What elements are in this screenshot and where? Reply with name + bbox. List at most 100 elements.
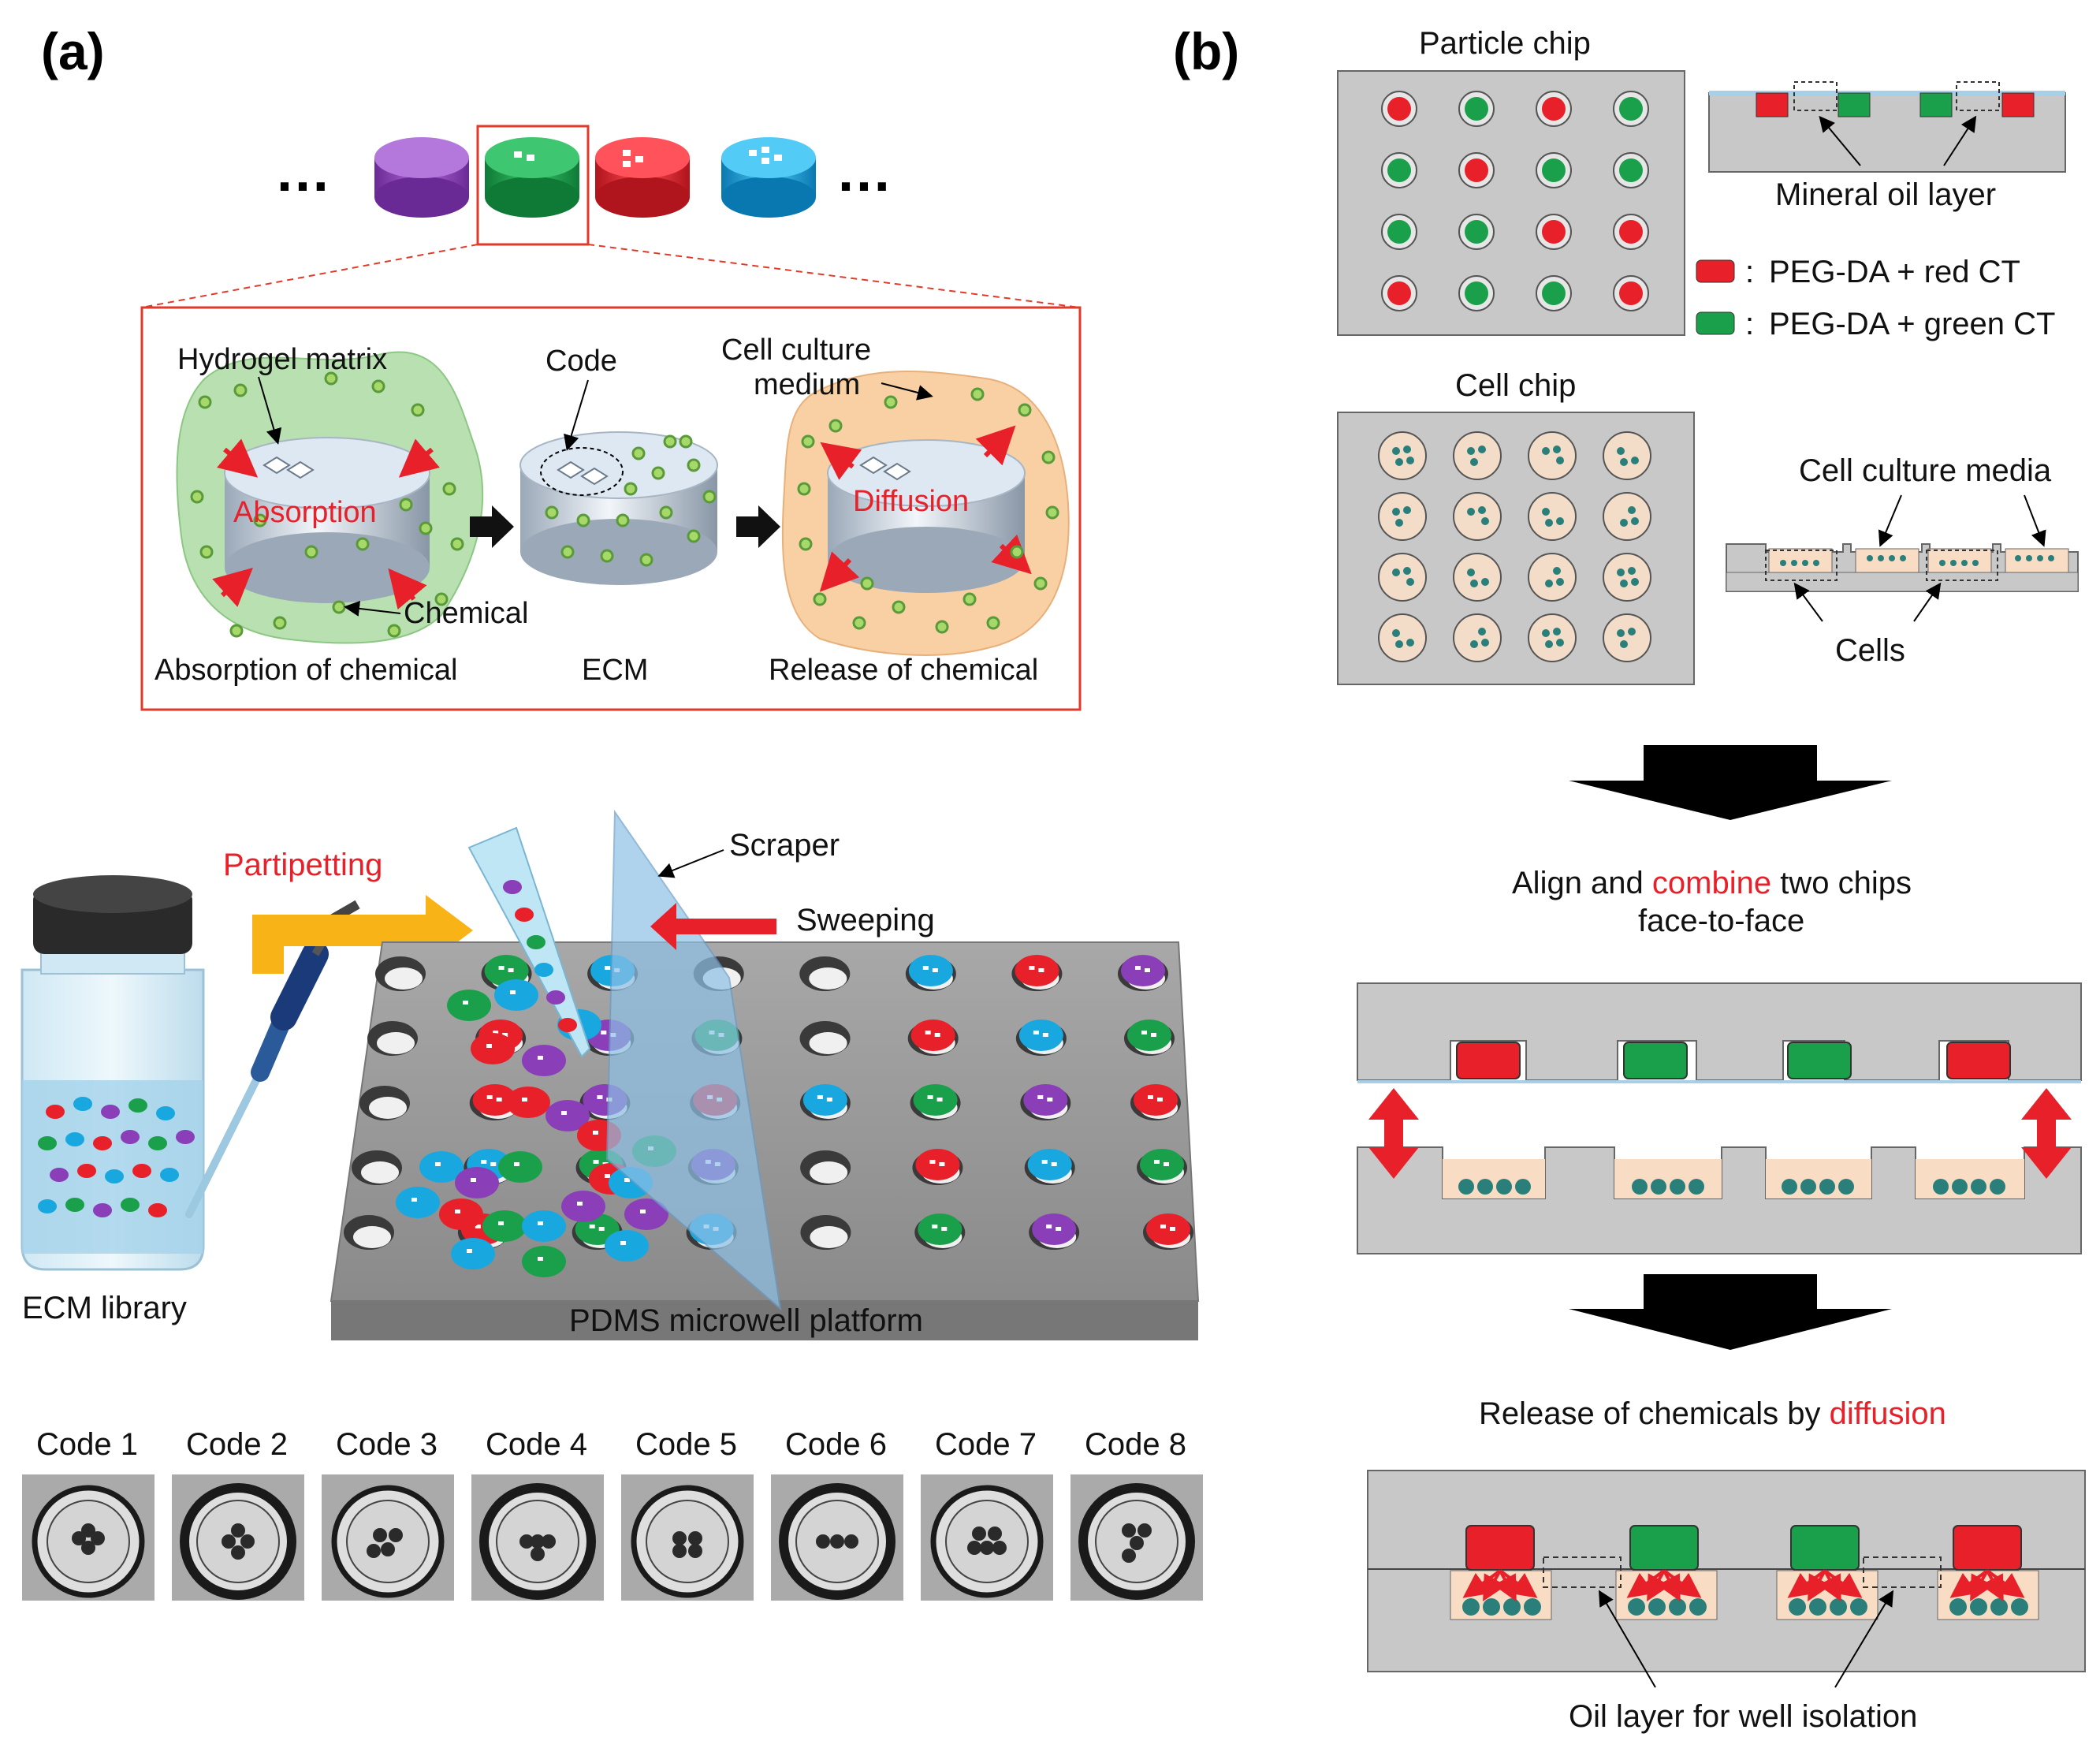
release-diagram <box>1367 1470 2086 1672</box>
microwell <box>799 956 851 991</box>
microwell <box>1143 1213 1193 1250</box>
loose-particle <box>561 1191 605 1222</box>
particle-well <box>1536 91 1572 127</box>
arrow-chemical <box>344 600 401 617</box>
arrow-oil-1 <box>1819 115 1861 166</box>
particle-well <box>1458 152 1495 188</box>
particle-well <box>1613 91 1649 127</box>
particle-purple <box>374 137 469 218</box>
step-arrow-1 <box>470 505 514 548</box>
label-cell-culture: Cell culture <box>721 334 871 367</box>
cell-well <box>1528 613 1577 662</box>
ellipsis-right: … <box>836 140 892 203</box>
arrow-oil-isolation-1 <box>1598 1590 1656 1688</box>
microwell <box>352 1150 402 1185</box>
label-partipetting: Partipetting <box>223 848 382 882</box>
step-arrow-2 <box>736 505 780 548</box>
arrow-oil-isolation-2 <box>1834 1590 1894 1688</box>
code-image: Code 1 <box>22 1427 155 1601</box>
legend-green-label: PEG-DA + green CT <box>1769 307 2055 341</box>
combine-cells <box>1458 1179 2005 1195</box>
particle-well <box>1381 214 1417 250</box>
cell-well <box>1603 613 1651 662</box>
cell-well <box>1378 492 1427 541</box>
particle-well <box>1536 214 1572 250</box>
particle-well <box>1613 152 1649 188</box>
code-label: Code 6 <box>785 1427 887 1462</box>
loose-particle <box>522 1210 566 1242</box>
code-label: Code 3 <box>336 1427 438 1462</box>
arrow-media-1 <box>1878 494 1902 547</box>
code-image: Code 8 <box>1070 1427 1203 1601</box>
hydrogel-disk-1 <box>224 437 430 603</box>
microwell <box>1137 1149 1187 1185</box>
legend-red-label: PEG-DA + red CT <box>1769 255 2020 289</box>
legend-red-colon: : <box>1745 255 1754 289</box>
label-mineral-oil: Mineral oil layer <box>1775 177 1996 212</box>
label-hydrogel-matrix: Hydrogel matrix <box>177 343 387 376</box>
label-cells: Cells <box>1835 633 1905 668</box>
cell-well <box>1378 613 1427 662</box>
cell-well <box>1378 553 1427 602</box>
label-release-of-chemical: Release of chemical <box>769 654 1038 687</box>
step2-line: Release of chemicals by diffusion <box>1479 1396 1946 1431</box>
chemical-dots-ecm <box>545 434 717 567</box>
panel-label-b: (b) <box>1173 22 1239 80</box>
particle-green <box>485 137 579 218</box>
particle-well <box>1458 214 1495 250</box>
particle-well <box>1536 152 1572 188</box>
microwell <box>375 956 426 991</box>
loose-particle <box>419 1151 464 1183</box>
chemical-dots-1 <box>190 371 464 638</box>
loose-particle <box>439 1198 483 1230</box>
microwell <box>907 1020 959 1056</box>
legend-red-swatch <box>1696 259 1735 283</box>
code-label: Code 2 <box>186 1427 288 1462</box>
arrow-medium <box>881 382 933 401</box>
combine-diagram <box>1357 982 2082 1254</box>
step1-line2: face-to-face <box>1638 904 1804 938</box>
legend-green-swatch <box>1696 311 1735 335</box>
microwell <box>1118 955 1168 991</box>
cell-well <box>1603 492 1651 541</box>
microwell <box>469 1084 520 1120</box>
release-cells <box>1462 1598 2028 1616</box>
loose-particle <box>451 1238 495 1269</box>
loose-particle <box>605 1230 649 1262</box>
code-label: Code 5 <box>635 1427 737 1462</box>
microwell <box>1015 1020 1067 1056</box>
cell-chip-section <box>1726 543 2079 592</box>
loose-particle <box>494 979 538 1011</box>
particle-well <box>1613 275 1649 311</box>
label-code: Code <box>545 345 617 378</box>
microwell <box>1024 1149 1075 1185</box>
loose-particle <box>522 1246 566 1277</box>
selection-box <box>476 125 590 246</box>
cell-well <box>1528 492 1577 541</box>
code-image: Code 4 <box>471 1427 604 1601</box>
microwell <box>800 1215 851 1250</box>
cell-well <box>1453 553 1502 602</box>
label-oil-isolation: Oil layer for well isolation <box>1569 1699 1917 1734</box>
code-image: Code 3 <box>322 1427 454 1601</box>
cell-well <box>1528 553 1577 602</box>
microwell <box>367 1021 418 1056</box>
particle-well <box>1613 214 1649 250</box>
label-ecm: ECM <box>582 654 648 687</box>
ellipsis-left: … <box>274 140 331 203</box>
cell-well <box>1603 553 1651 602</box>
zoom-line-left <box>141 244 478 308</box>
particle-well <box>1381 275 1417 311</box>
loose-particle <box>506 1087 550 1118</box>
loose-particle <box>498 1151 542 1183</box>
label-absorption-of-chemical: Absorption of chemical <box>155 654 457 687</box>
code-image: Code 2 <box>172 1427 304 1601</box>
label-diffusion: Diffusion <box>853 485 969 518</box>
loose-particle <box>455 1167 499 1198</box>
particle-well <box>1381 91 1417 127</box>
label-chemical: Chemical <box>404 597 528 630</box>
panel-label-a: (a) <box>41 22 105 80</box>
loose-particle <box>447 990 491 1021</box>
